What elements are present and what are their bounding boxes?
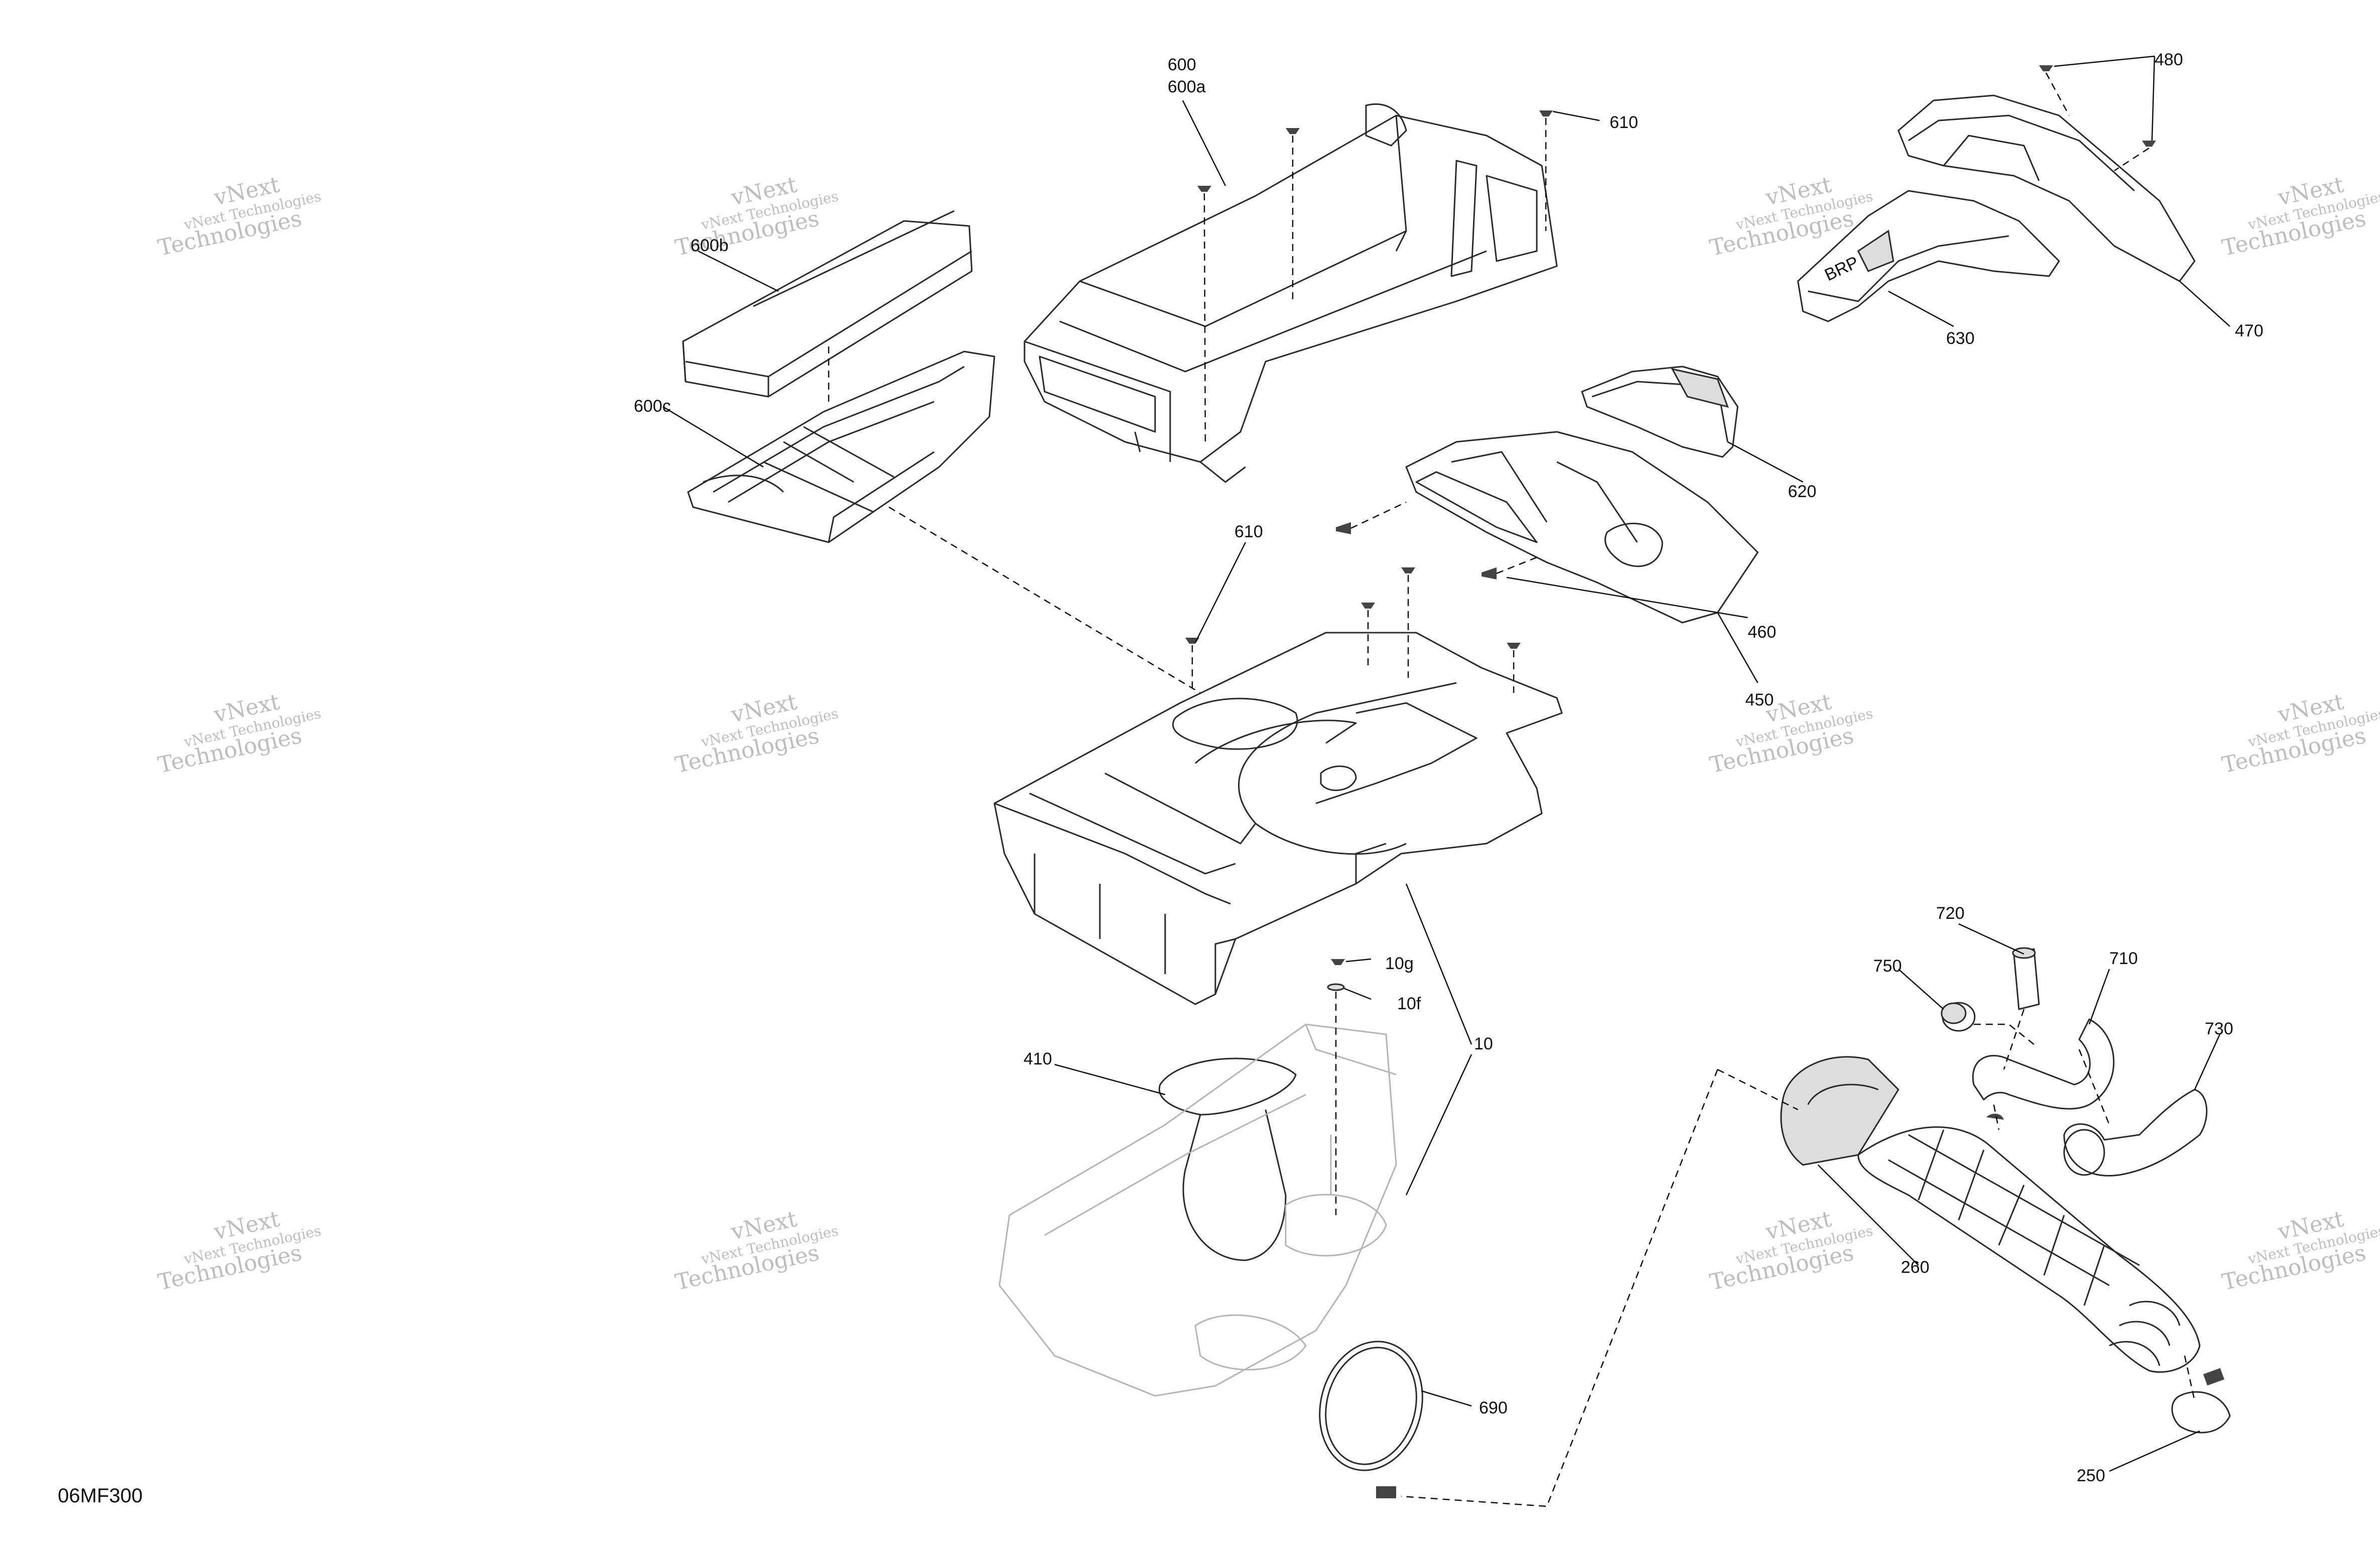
part-600c-frame — [687, 350, 995, 543]
callout-600: 600 — [1168, 55, 1196, 74]
callout-410: 410 — [1024, 1049, 1052, 1069]
callout-630: 630 — [1946, 329, 1975, 348]
callout-10: 10 — [1474, 1034, 1493, 1053]
part-250-clamp — [2171, 1368, 2231, 1434]
part-450-duct — [1405, 431, 1759, 624]
part-730-hose — [2063, 1089, 2208, 1176]
part-260-intake-tube — [1780, 1056, 2201, 1373]
part-720-fitting — [2012, 947, 2040, 1010]
callout-690: 690 — [1479, 1398, 1508, 1417]
watermark: vNext Technologies vNext Technologies — [2220, 689, 2380, 778]
part-410-funnel — [1159, 1057, 1297, 1261]
callout-10f: 10f — [1397, 994, 1421, 1013]
callout-260: 260 — [1901, 1258, 1930, 1277]
callout-10g: 10g — [1385, 954, 1414, 973]
fasteners — [1185, 65, 2156, 1120]
part-690-clamp — [1319, 1341, 1423, 1498]
watermark: vNext Technologies vNext Technologies — [156, 172, 322, 261]
part-620-duct — [1581, 366, 1739, 458]
watermark: vNext Technologies vNext Technologies — [1708, 1206, 1874, 1295]
callout-610-top: 610 — [1610, 113, 1638, 132]
callout-750: 750 — [1873, 957, 1902, 976]
callout-470: 470 — [2235, 321, 2263, 340]
watermark: vNext Technologies vNext Technologies — [1708, 172, 1874, 261]
part-600b-cover — [682, 210, 973, 398]
part-lower-tray-reference — [998, 1023, 1397, 1397]
watermark: vNext Technologies vNext Technologies — [1708, 689, 1874, 778]
watermark: vNext Technologies vNext Technologies — [156, 1206, 322, 1295]
callout-600b: 600b — [691, 236, 729, 255]
callout-620: 620 — [1788, 482, 1817, 501]
callout-610-mid: 610 — [1234, 522, 1263, 541]
assembly-lines — [828, 72, 2196, 1507]
watermark: vNext Technologies vNext Technologies — [2220, 172, 2380, 261]
callout-710: 710 — [2109, 949, 2138, 968]
callouts: 600 600a 610 480 470 630 620 460 450 600… — [634, 50, 2263, 1485]
watermark: vNext Technologies vNext Technologies — [156, 689, 322, 778]
callout-250: 250 — [2077, 1466, 2105, 1485]
leader-lines — [662, 55, 2230, 1472]
callout-460: 460 — [1748, 623, 1776, 642]
part-600-upper-airbox — [1024, 103, 1558, 483]
diagram-code: 06MF300 — [58, 1485, 143, 1507]
watermark: vNext Technologies vNext Technologies — [673, 172, 840, 261]
part-750-cap — [1941, 1002, 1976, 1032]
callout-600a: 600a — [1168, 77, 1206, 96]
part-630-brp-mark: BRP — [1822, 253, 1861, 285]
callout-480: 480 — [2155, 50, 2183, 69]
part-470-cover — [1897, 94, 2196, 282]
callout-450: 450 — [1745, 690, 1774, 709]
callout-720: 720 — [1936, 904, 1965, 923]
watermark: vNext Technologies vNext Technologies — [673, 689, 840, 778]
watermark: vNext Technologies vNext Technologies — [2220, 1206, 2380, 1295]
callout-600c: 600c — [634, 397, 671, 416]
callout-730: 730 — [2205, 1019, 2233, 1038]
part-710-hose — [1972, 1018, 2115, 1110]
watermark: vNext Technologies vNext Technologies — [673, 1206, 840, 1295]
part-10-airbox-housing — [993, 632, 1563, 1005]
